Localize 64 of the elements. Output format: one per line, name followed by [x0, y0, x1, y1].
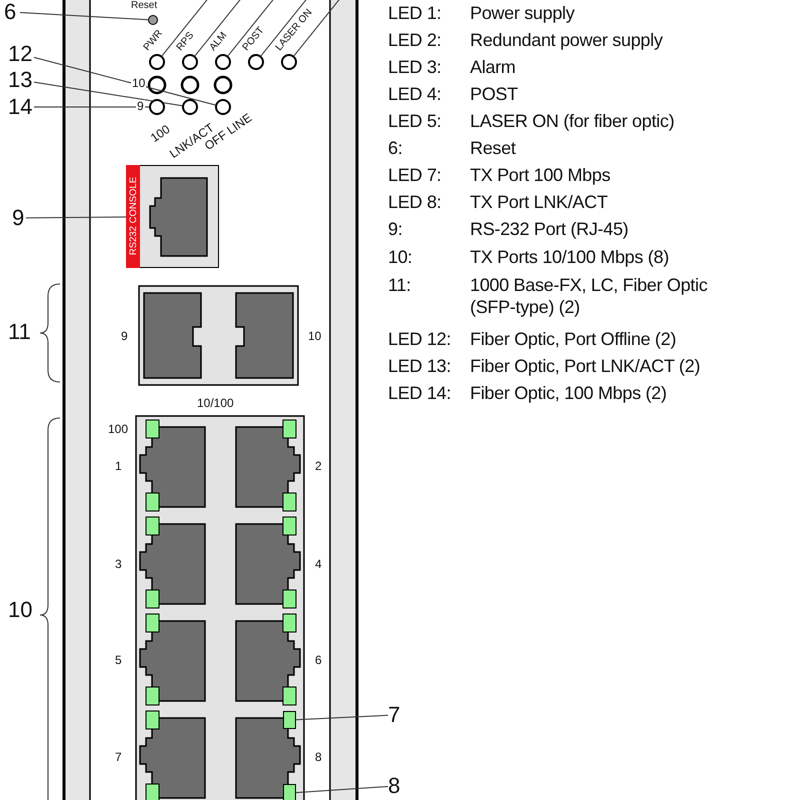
callout-number: 7 [388, 703, 402, 727]
port-number: 9 [121, 330, 128, 343]
leader-line [26, 216, 126, 218]
row-label: 10 [131, 77, 146, 90]
key-number: LED 12: [388, 328, 452, 350]
led-indicator [283, 711, 296, 729]
speed-label: 10/100 [197, 397, 234, 410]
port-number: 4 [315, 558, 322, 571]
callout-number: 11 [8, 320, 31, 344]
description-text: Fiber Optic, 100 Mbps (2) [470, 382, 668, 404]
callout-number: 9 [12, 206, 26, 230]
led-indicator [283, 784, 296, 800]
callout-number: 14 [8, 95, 34, 119]
column-label: 100 [148, 122, 172, 145]
key-number: LED 8: [388, 191, 442, 213]
description-text: TX Port 100 Mbps [470, 164, 612, 186]
description-text: TX Port LNK/ACT [470, 191, 609, 213]
port-number: 10 [308, 330, 322, 343]
key-number: LED 13: [388, 355, 452, 377]
port-number: 5 [115, 654, 122, 667]
leader-line [20, 12, 148, 20]
leader-line [296, 786, 388, 794]
port-number: 2 [315, 460, 322, 473]
key-number: LED 5: [388, 110, 442, 132]
description-text: POST [470, 83, 519, 105]
callout-number: 10 [8, 598, 32, 622]
description-text: Power supply [470, 2, 576, 24]
port-number: 7 [115, 751, 122, 764]
port-number: 8 [315, 751, 322, 764]
description-text: Alarm [470, 56, 517, 78]
row-label: 9 [136, 100, 145, 113]
key-number: LED 3: [388, 56, 442, 78]
key-number: 6: [388, 137, 404, 159]
leader-line [296, 714, 388, 720]
key-number: LED 2: [388, 29, 442, 51]
callout-number: 12 [8, 42, 34, 66]
description-text: RS-232 Port (RJ-45) [470, 218, 630, 240]
description-text: Fiber Optic, Port Offline (2) [470, 328, 678, 350]
column-label: 100 [108, 423, 128, 436]
callout-number: 8 [388, 774, 402, 798]
key-number: 10: [388, 246, 414, 268]
description-text: TX Ports 10/100 Mbps (8) [470, 246, 670, 268]
port-number: 1 [115, 460, 122, 473]
key-number: LED 1: [388, 2, 442, 24]
description-text: Redundant power supply [470, 29, 664, 51]
description-text: Fiber Optic, Port LNK/ACT (2) [470, 355, 702, 377]
description-text: 1000 Base-FX, LC, Fiber Optic (SFP-type) (2) [470, 274, 708, 318]
button-label: Reset [131, 0, 158, 11]
key-number: 11: [388, 274, 412, 296]
leader-line [34, 106, 150, 108]
description-text: LASER ON (for fiber optic) [470, 110, 676, 132]
port-label: RS232 CONSOLE [128, 176, 140, 258]
leader-line [34, 82, 183, 106]
console-port [126, 165, 219, 268]
callout-number: 6 [4, 0, 20, 24]
key-number: LED 7: [388, 164, 442, 186]
leader-line [34, 56, 216, 106]
port-number: 3 [115, 558, 122, 571]
key-number: LED 14: [388, 382, 452, 404]
callout-number: 13 [8, 68, 34, 92]
port-number: 6 [315, 654, 322, 667]
key-number: LED 4: [388, 83, 442, 105]
description-text: Reset [470, 137, 517, 159]
key-number: 9: [388, 218, 404, 240]
